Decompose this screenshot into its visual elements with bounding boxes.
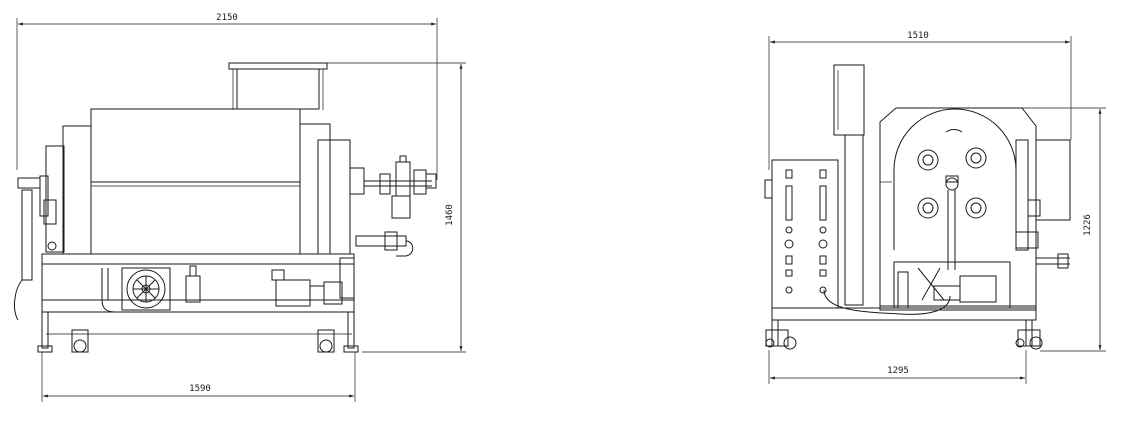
dim-front-height: 1460: [325, 62, 466, 353]
roller-bottom-right: [965, 197, 987, 219]
side-lower-machinery: [823, 261, 1011, 315]
roller-top-left: [917, 149, 939, 171]
side-right-components: [1015, 139, 1071, 269]
front-caster-left: [37, 329, 89, 353]
side-frame: [771, 305, 1037, 347]
dim-label-front-base: 1590: [189, 384, 211, 394]
dim-side-height: 1226: [1022, 107, 1106, 352]
front-frame: [41, 253, 355, 349]
dim-label-side-height: 1226: [1083, 214, 1093, 236]
side-control-box: [833, 64, 865, 306]
dim-front-width: 2150: [16, 13, 438, 180]
side-control-panel: [764, 159, 839, 309]
front-view: 2150 1460 1590: [14, 13, 466, 402]
side-housing: [879, 107, 1037, 306]
side-view: 1510 1226 1295: [764, 31, 1106, 384]
dim-side-width: 1510: [768, 31, 1072, 170]
dim-label-front-width: 2150: [216, 13, 238, 23]
side-drum-face: [917, 128, 987, 270]
side-caster-left: [765, 329, 797, 350]
front-filter: [101, 265, 201, 313]
front-left-components: [14, 145, 65, 321]
front-drum: [62, 108, 351, 255]
front-piping: [349, 155, 437, 257]
roller-bottom-left: [917, 197, 939, 219]
dim-label-side-width: 1510: [907, 31, 929, 41]
front-pump: [271, 257, 355, 307]
front-hopper: [228, 62, 328, 110]
roller-top-right: [965, 147, 987, 169]
front-caster-right: [317, 329, 359, 353]
dim-label-side-base: 1295: [887, 366, 909, 376]
side-caster-right: [1015, 329, 1043, 350]
front-motor-wheel: [121, 267, 171, 311]
dim-label-front-height: 1460: [445, 204, 455, 226]
dim-side-base: 1295: [768, 350, 1027, 384]
dim-front-base: 1590: [41, 352, 356, 402]
